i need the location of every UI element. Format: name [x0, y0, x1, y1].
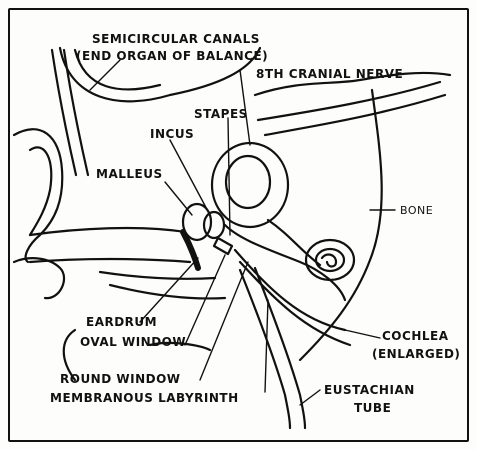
label-cochlea: COCHLEA — [382, 330, 449, 342]
leader-incus — [170, 140, 210, 215]
canal-tube-left — [52, 50, 76, 175]
label-bone: BONE — [400, 205, 433, 216]
labyrinth-tube-1 — [235, 250, 345, 330]
middle-ear-floor-2 — [100, 272, 215, 279]
outer-ear-inner — [30, 147, 51, 235]
leader-round-window — [200, 262, 248, 380]
label-enlarged: (ENLARGED) — [372, 348, 460, 360]
outer-ear-outline — [14, 129, 62, 262]
canal-tube-right — [64, 50, 88, 175]
ear-canal-bottom — [30, 259, 190, 262]
label-eardrum: EARDRUM — [86, 316, 157, 328]
label-semicircular-canals: SEMICIRCULAR CANALS — [92, 33, 260, 45]
label-end-organ: (END ORGAN OF BALANCE) — [76, 50, 268, 62]
label-incus: INCUS — [150, 128, 194, 140]
label-cranial-nerve: 8TH CRANIAL NERVE — [256, 68, 403, 80]
leader-malleus — [165, 182, 192, 215]
ear-lobe — [14, 258, 64, 298]
leader-membranous — [265, 300, 268, 392]
canal-loop-inner — [226, 156, 270, 208]
ear-canal-top — [30, 228, 185, 235]
label-oval-window: OVAL WINDOW — [80, 336, 186, 348]
stapes-shape — [214, 238, 232, 254]
label-eustachian: EUSTACHIAN — [324, 384, 415, 396]
incus-shape — [204, 212, 224, 238]
cochlea-spiral — [322, 255, 336, 267]
label-round-window: ROUND WINDOW — [60, 373, 181, 385]
leader-eardrum — [140, 258, 198, 322]
canal-loop-stem — [268, 220, 320, 265]
label-malleus: MALLEUS — [96, 168, 163, 180]
leader-eustachian — [300, 390, 320, 405]
eustachian-tube-bottom — [255, 268, 305, 428]
bone-right-edge — [300, 90, 382, 360]
cochlea-middle — [316, 249, 344, 271]
leader-stapes — [228, 118, 230, 235]
label-tube: TUBE — [354, 402, 391, 414]
leader-cochlea — [345, 330, 380, 338]
label-membranous-labyrinth: MEMBRANOUS LABYRINTH — [50, 392, 239, 404]
label-stapes: STAPES — [194, 108, 248, 120]
